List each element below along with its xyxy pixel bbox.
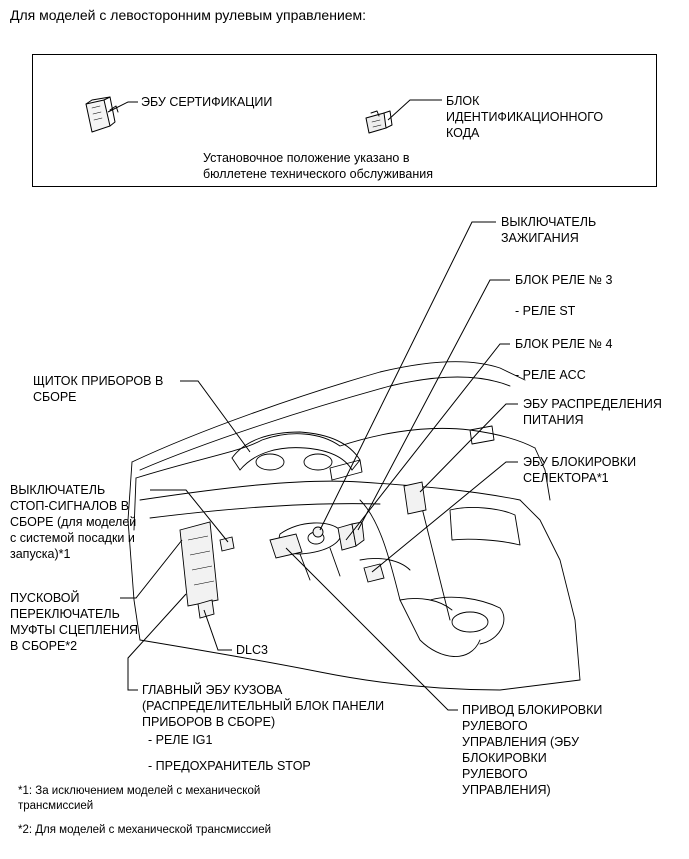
power-dist-ecu-leader	[419, 403, 518, 493]
dlc3-leader	[203, 609, 232, 651]
leader-lines	[120, 221, 518, 711]
relay-block-4-label: БЛОК РЕЛЕ № 4	[515, 337, 613, 351]
shift-lock-ecu-leader	[371, 461, 518, 573]
dashboard-outline	[127, 361, 581, 691]
dlc3-shape	[197, 599, 215, 619]
relay-block-4-leader	[345, 343, 510, 541]
power-dist-ecu-label: ЭБУ РАСПРЕДЕЛЕНИЯ ПИТАНИЯ	[523, 397, 662, 427]
stop-lamp-switch-leader	[150, 489, 229, 543]
relay-block-3-leader	[357, 279, 510, 531]
footnote-1: *1: За исключением моделей с механическо…	[18, 785, 261, 812]
main-body-ecu-leader	[127, 593, 187, 691]
steering-lock-label: ПРИВОД БЛОКИРОВКИ РУЛЕВОГО УПРАВЛЕНИЯ (Э…	[462, 703, 603, 797]
ignition-switch-label: ВЫКЛЮЧАТЕЛЬ ЗАЖИГАНИЯ	[501, 215, 597, 245]
certification-ecu-leader	[107, 101, 138, 113]
relay-acc-label: - РЕЛЕ ACC	[515, 368, 586, 382]
relay-st-label: - РЕЛЕ ST	[515, 304, 576, 318]
certification-ecu-label: ЭБУ СЕРТИФИКАЦИИ	[141, 95, 273, 109]
fuse-stop-label: - ПРЕДОХРАНИТЕЛЬ STOP	[148, 759, 311, 773]
footnote-2: *2: Для моделей с механической трансмисс…	[18, 824, 272, 836]
power-dist-ecu-shape	[403, 481, 427, 515]
ignition-switch-shape	[312, 526, 324, 538]
id-code-box-label: БЛОК ИДЕНТИФИКАЦИОННОГО КОДА	[446, 94, 604, 140]
clutch-start-switch-label: ПУСКОВОЙ ПЕРЕКЛЮЧАТЕЛЬ МУФТЫ СЦЕПЛЕНИЯ В…	[10, 591, 139, 653]
certification-ecu-icon	[85, 96, 119, 133]
id-code-box-leader	[387, 99, 442, 121]
not-shown-components-box	[32, 54, 657, 187]
shift-lock-ecu-shape	[363, 563, 385, 583]
id-code-box-icon	[365, 110, 393, 134]
steering-lock-leader	[285, 547, 458, 711]
stop-lamp-switch-label: ВЫКЛЮЧАТЕЛЬ СТОП-СИГНАЛОВ В СБОРЕ (для м…	[10, 483, 137, 561]
page-heading: Для моделей с левосторонним рулевым упра…	[10, 7, 367, 23]
ignition-switch-leader	[319, 221, 496, 531]
steering-lock-shape	[269, 533, 303, 559]
main-body-ecu-shape	[179, 521, 219, 607]
instrument-cluster-label: ЩИТОК ПРИБОРОВ В СБОРЕ	[33, 374, 164, 404]
components	[179, 481, 427, 619]
relay-block-3-label: БЛОК РЕЛЕ № 3	[515, 273, 613, 287]
shift-lock-ecu-label: ЭБУ БЛОКИРОВКИ СЕЛЕКТОРА*1	[523, 455, 637, 485]
instrument-cluster-leader	[180, 380, 251, 453]
box-note: Установочное положение указано в бюллете…	[203, 151, 433, 181]
stop-lamp-switch-shape	[219, 536, 235, 552]
relay-ig1-label: - РЕЛЕ IG1	[148, 733, 213, 747]
main-body-ecu-label: ГЛАВНЫЙ ЭБУ КУЗОВА (РАСПРЕДЕЛИТЕЛЬНЫЙ БЛ…	[142, 683, 385, 729]
clutch-start-switch-leader	[120, 539, 183, 599]
dlc3-label: DLC3	[236, 643, 268, 657]
